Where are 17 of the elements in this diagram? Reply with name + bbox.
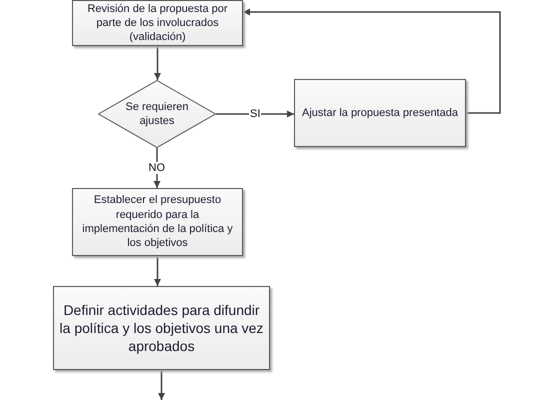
process-box (53, 286, 270, 370)
edge-label: NO (148, 162, 166, 174)
process-box (294, 79, 466, 147)
arrow (154, 46, 161, 80)
arrow (216, 110, 294, 118)
edge-label: SI (249, 108, 262, 120)
arrow (243, 8, 501, 114)
process-box (72, 0, 243, 46)
node-text: Revisión de la propuesta por parte de los involucrados (validación) (86, 2, 229, 44)
node-text: Definir actividades para difundir la política y los objetivos una vez aprobados (58, 300, 264, 356)
node-text: Establecer el presupuesto requerido para la implementación de la política y los objetivos (81, 193, 234, 251)
decision-diamond (98, 80, 216, 148)
process-box (72, 188, 243, 256)
arrow (154, 256, 161, 286)
arrow (158, 370, 165, 400)
node-text: Se requieren ajustes (124, 100, 190, 128)
node-text: Ajustar la propuesta presentada (301, 106, 459, 120)
